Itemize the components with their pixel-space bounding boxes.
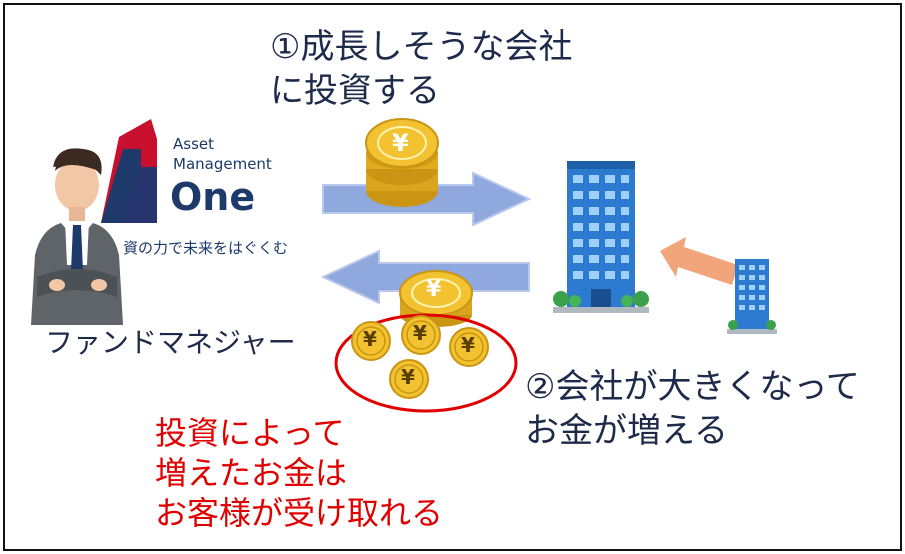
company-building-small-icon — [727, 259, 777, 334]
grown-money-circle-icon — [334, 313, 518, 413]
step2-line2: お金が増える — [525, 411, 728, 451]
company-building-large-icon — [553, 161, 649, 313]
coin-icon — [401, 315, 441, 355]
coin-stack-return-icon — [399, 270, 473, 327]
coin-yen-symbol: ¥ — [461, 333, 475, 357]
coin-stack-invest-icon — [365, 118, 439, 207]
step2-line1: ②会社が大きくなって — [525, 367, 860, 407]
logo-text-one: One — [170, 175, 256, 219]
arrow-orange-icon — [660, 237, 738, 285]
logo-text-management: Management — [173, 155, 272, 173]
step1-line1: ①成長しそうな会社 — [270, 27, 573, 67]
coin-yen-symbol: ¥ — [363, 327, 377, 351]
result-line2: 増えたお金は — [155, 454, 348, 492]
coin-yen-symbol: ¥ — [426, 277, 442, 302]
diagram-frame: ①成長しそうな会社 に投資する Asset Management One 資の力… — [3, 3, 902, 551]
coin-icon — [351, 321, 391, 361]
logo-tagline: 資の力で未来をはぐくむ — [123, 239, 289, 257]
logo-text-asset: Asset — [173, 135, 215, 153]
fund-manager-label: ファンドマネジャー — [45, 326, 296, 359]
fund-manager-icon — [31, 148, 123, 325]
result-line1: 投資によって — [155, 414, 345, 452]
coin-yen-symbol: ¥ — [401, 365, 415, 389]
coin-icon — [449, 327, 489, 367]
coin-icon — [389, 359, 429, 399]
result-line3: お客様が受け取れる — [155, 494, 444, 532]
coin-yen-symbol: ¥ — [413, 321, 427, 345]
logo-mark-icon — [101, 119, 157, 223]
coin-yen-symbol: ¥ — [392, 129, 409, 157]
step1-line2: に投資する — [270, 71, 440, 111]
